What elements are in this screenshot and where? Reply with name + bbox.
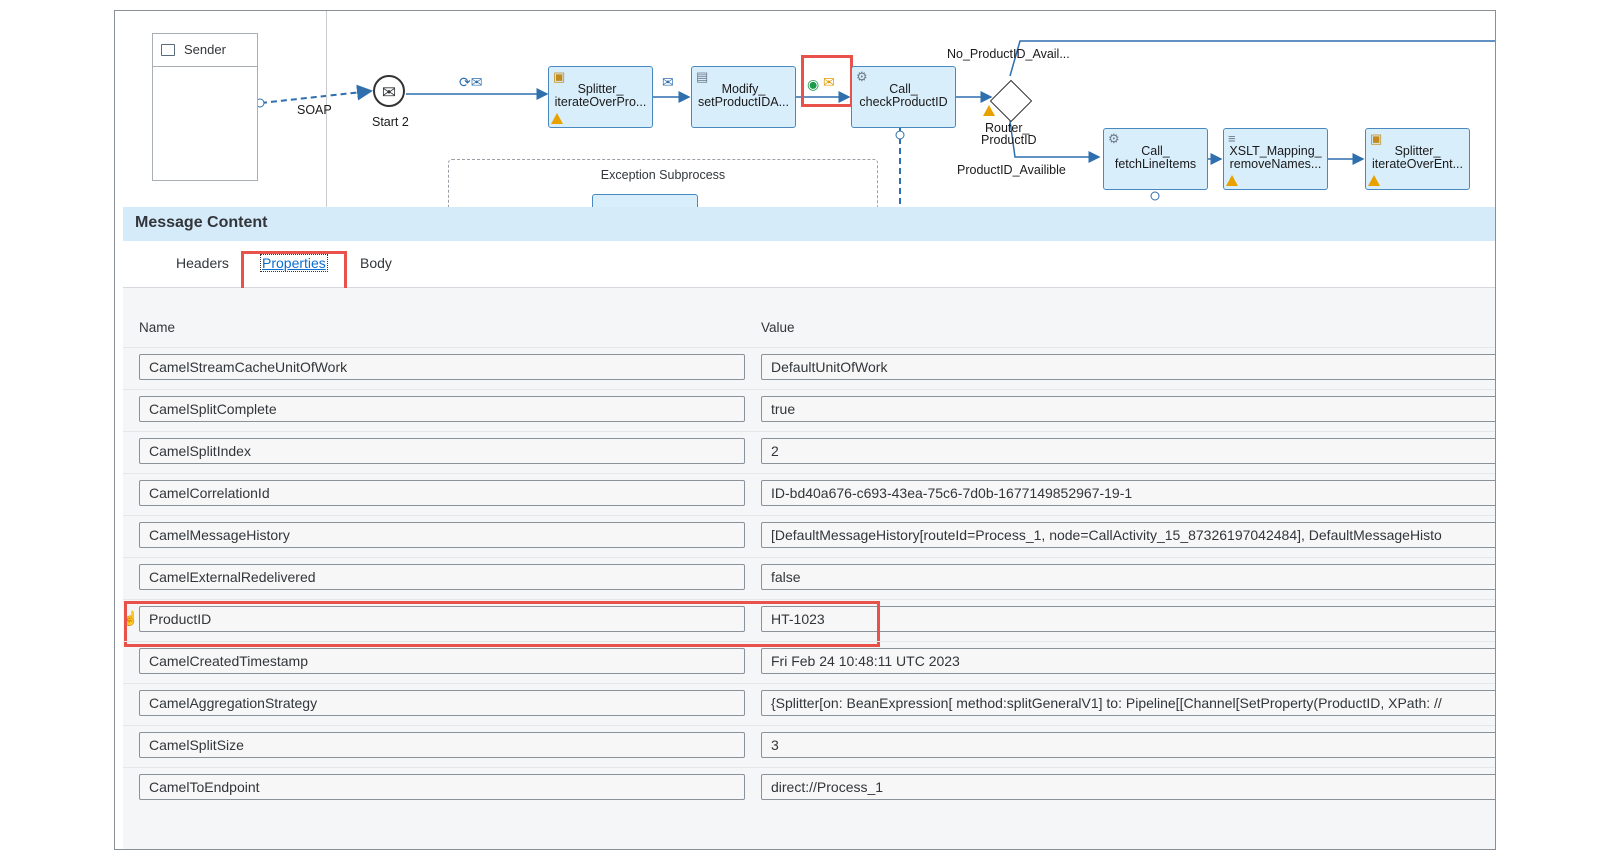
step-splitter-iterate[interactable]: ▣ Splitter_ iterateOverPro... [548, 66, 653, 128]
trace-active-icon[interactable]: ◉ [807, 76, 820, 92]
property-name[interactable]: CamelAggregationStrategy [139, 690, 745, 716]
step-line1: Call_ [1141, 144, 1170, 158]
table-row: CamelCreatedTimestamp Fri Feb 24 10:48:1… [123, 641, 1495, 684]
property-name[interactable]: CamelStreamCacheUnitOfWork [139, 354, 745, 380]
property-name[interactable]: ProductID [139, 606, 745, 632]
message-content-header: Message Content [123, 207, 1495, 241]
property-value[interactable]: 2 [761, 438, 1495, 464]
step-line1: Splitter_ [1394, 144, 1441, 158]
table-row: CamelMessageHistory [DefaultMessageHisto… [123, 515, 1495, 558]
property-name[interactable]: CamelCreatedTimestamp [139, 648, 745, 674]
route-productid-available-label[interactable]: ProductID_Availible [957, 163, 1066, 177]
exception-step[interactable] [592, 194, 698, 207]
soap-channel-label[interactable]: SOAP [297, 103, 332, 117]
route-no-productid-label[interactable]: No_ProductID_Avail... [947, 47, 1070, 61]
column-header-value: Value [761, 320, 795, 335]
property-value[interactable]: DefaultUnitOfWork [761, 354, 1495, 380]
highlight-productid-row [124, 601, 880, 647]
sender-header: Sender [153, 34, 257, 67]
step-line2: checkProductID [859, 95, 948, 109]
trace-envelope-icon[interactable]: ⟳✉ [459, 74, 483, 90]
step-line2: fetchLineItems [1114, 157, 1197, 171]
sender-panel: Sender [115, 11, 327, 207]
tab-headers[interactable]: Headers [176, 255, 229, 271]
sender-label: Sender [184, 42, 226, 57]
step-line1: XSLT_Mapping_ [1229, 144, 1322, 158]
table-row-productid: ☝ ProductID HT-1023 [121, 599, 1495, 647]
trace-envelope-icon-2[interactable]: ✉ [662, 74, 674, 90]
property-value[interactable]: direct://Process_1 [761, 774, 1495, 800]
router-label-line2: ProductID [981, 133, 1037, 147]
property-value[interactable]: Fri Feb 24 10:48:11 UTC 2023 [761, 648, 1495, 674]
property-name[interactable]: CamelToEndpoint [139, 774, 745, 800]
gear-icon: ⚙ [856, 69, 868, 84]
warning-icon [1368, 175, 1380, 186]
property-value[interactable]: 3 [761, 732, 1495, 758]
tab-body[interactable]: Body [360, 255, 392, 271]
integration-flow-window: Sender SOAP ✉ Start 2 ⟳✉ ▣ Splitter_ ite… [114, 10, 1496, 850]
flow-connections [255, 40, 1495, 207]
property-value[interactable]: false [761, 564, 1495, 590]
property-name[interactable]: CamelExternalRedelivered [139, 564, 745, 590]
property-name[interactable]: CamelSplitComplete [139, 396, 745, 422]
router-warning-icon [983, 105, 995, 116]
property-name[interactable]: CamelSplitIndex [139, 438, 745, 464]
property-name[interactable]: CamelMessageHistory [139, 522, 745, 548]
start-event-label: Start 2 [372, 115, 409, 129]
property-value[interactable]: [DefaultMessageHistory[routeId=Process_1… [761, 522, 1495, 548]
warning-icon [1226, 175, 1238, 186]
gear-icon: ⚙ [1108, 131, 1120, 146]
table-row: CamelExternalRedelivered false [123, 557, 1495, 600]
property-name[interactable]: CamelCorrelationId [139, 480, 745, 506]
step-call-checkproductid[interactable]: ⚙ Call_ checkProductID [851, 66, 956, 128]
step-line2: removeNames... [1229, 157, 1322, 171]
process-canvas[interactable]: Sender SOAP ✉ Start 2 ⟳✉ ▣ Splitter_ ite… [115, 11, 1495, 207]
start-event[interactable]: ✉ [373, 75, 405, 107]
trace-envelope-selected-icon[interactable]: ✉ [823, 74, 835, 90]
step-line2: iterateOverPro... [554, 95, 647, 109]
envelope-icon: ✉ [381, 83, 397, 102]
step-line2: iterateOverEnt... [1371, 157, 1463, 171]
message-content-title: Message Content [135, 214, 268, 231]
splitter-icon: ▣ [553, 69, 566, 84]
message-tabs: Headers Properties Body [123, 241, 1495, 301]
tab-properties[interactable]: Properties [260, 254, 328, 272]
participant-icon [161, 44, 175, 56]
step-splitter-iterate-entries[interactable]: ▣ Splitter_ iterateOverEnt... [1365, 128, 1470, 190]
content-modifier-icon: ▤ [696, 69, 709, 84]
step-modify-setproductid[interactable]: ▤ Modify_ setProductIDA... [691, 66, 796, 128]
table-row: CamelToEndpoint direct://Process_1 [123, 767, 1495, 810]
property-value[interactable]: HT-1023 [761, 606, 1495, 632]
step-line1: Call_ [889, 82, 918, 96]
property-value[interactable]: ID-bd40a676-c693-43ea-75c6-7d0b-16771498… [761, 480, 1495, 506]
table-row: CamelSplitSize 3 [123, 725, 1495, 768]
step-line1: Modify_ [721, 82, 766, 96]
table-row: CamelAggregationStrategy {Splitter[on: B… [123, 683, 1495, 726]
step-line2: setProductIDA... [697, 95, 789, 109]
property-name[interactable]: CamelSplitSize [139, 732, 745, 758]
property-value[interactable]: {Splitter[on: BeanExpression[ method:spl… [761, 690, 1495, 716]
properties-table: Name Value CamelStreamCacheUnitOfWork De… [121, 288, 1495, 849]
warning-icon [551, 113, 563, 124]
step-call-fetchlineitems[interactable]: ⚙ Call_ fetchLineItems [1103, 128, 1208, 190]
table-row: CamelSplitComplete true [123, 389, 1495, 432]
column-header-name: Name [139, 320, 176, 335]
table-row: CamelSplitIndex 2 [123, 431, 1495, 474]
property-value[interactable]: true [761, 396, 1495, 422]
sender-participant[interactable]: Sender [152, 33, 258, 181]
table-row: CamelCorrelationId ID-bd40a676-c693-43ea… [123, 473, 1495, 516]
splitter-icon: ▣ [1370, 131, 1383, 146]
exception-subprocess-label: Exception Subprocess [600, 168, 726, 182]
exception-subprocess[interactable]: Exception Subprocess [448, 159, 878, 207]
router-label-line1: Router_ [985, 121, 1030, 135]
table-row: CamelStreamCacheUnitOfWork DefaultUnitOf… [123, 347, 1495, 390]
step-line1: Splitter_ [577, 82, 624, 96]
step-xslt-mapping[interactable]: ≡ XSLT_Mapping_ removeNames... [1223, 128, 1328, 190]
mapping-icon: ≡ [1228, 131, 1236, 146]
